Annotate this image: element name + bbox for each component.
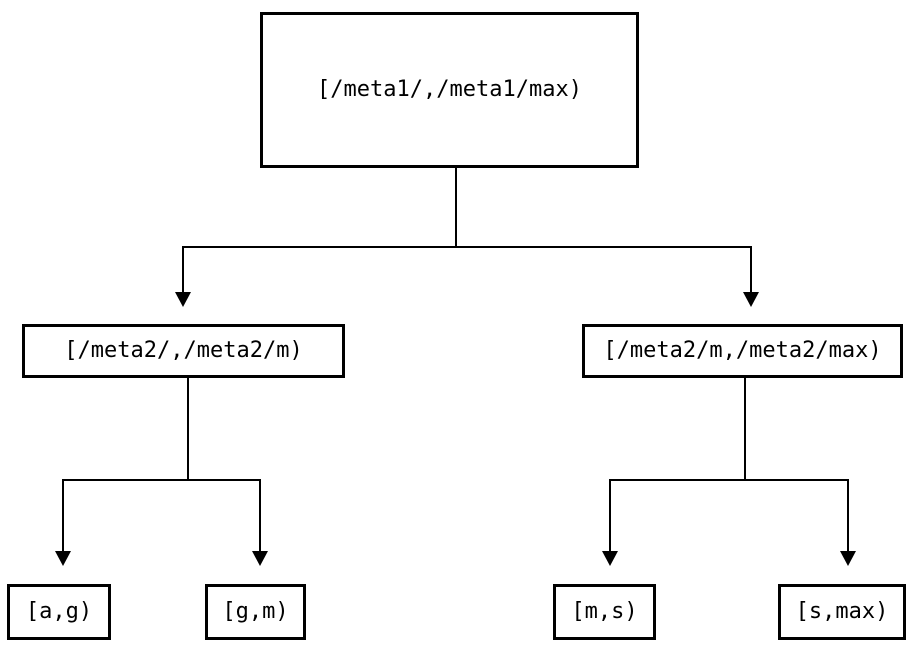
arrowhead-to-leaf-gm-icon: [252, 551, 268, 566]
edge-meta2-right-to-leaf-smax: [847, 479, 849, 551]
edge-root-crossbar: [182, 246, 752, 248]
arrowhead-to-leaf-ms-icon: [602, 551, 618, 566]
node-meta2-left-range: [/meta2/,/meta2/m): [22, 324, 345, 378]
edge-meta2-left-to-leaf-ag: [62, 479, 64, 551]
node-meta2-right-range: [/meta2/m,/meta2/max): [582, 324, 903, 378]
edge-meta2-right-stem: [744, 378, 746, 481]
node-leaf-s-max: [s,max): [778, 584, 906, 640]
arrowhead-to-leaf-smax-icon: [840, 551, 856, 566]
edge-meta2-left-stem: [187, 378, 189, 481]
edge-meta2-right-to-leaf-ms: [609, 479, 611, 551]
node-leaf-a-g: [a,g): [7, 584, 111, 640]
node-leaf-g-m: [g,m): [205, 584, 306, 640]
edge-root-stem: [455, 168, 457, 248]
arrowhead-to-meta2-left-icon: [175, 292, 191, 307]
arrowhead-to-leaf-ag-icon: [55, 551, 71, 566]
edge-meta2-right-crossbar: [609, 479, 849, 481]
edge-meta2-left-crossbar: [62, 479, 261, 481]
edge-root-to-meta2-left: [182, 246, 184, 292]
node-leaf-m-s: [m,s): [553, 584, 656, 640]
arrowhead-to-meta2-right-icon: [743, 292, 759, 307]
edge-root-to-meta2-right: [750, 246, 752, 292]
node-root-meta1-range: [/meta1/,/meta1/max): [260, 12, 639, 168]
edge-meta2-left-to-leaf-gm: [259, 479, 261, 551]
